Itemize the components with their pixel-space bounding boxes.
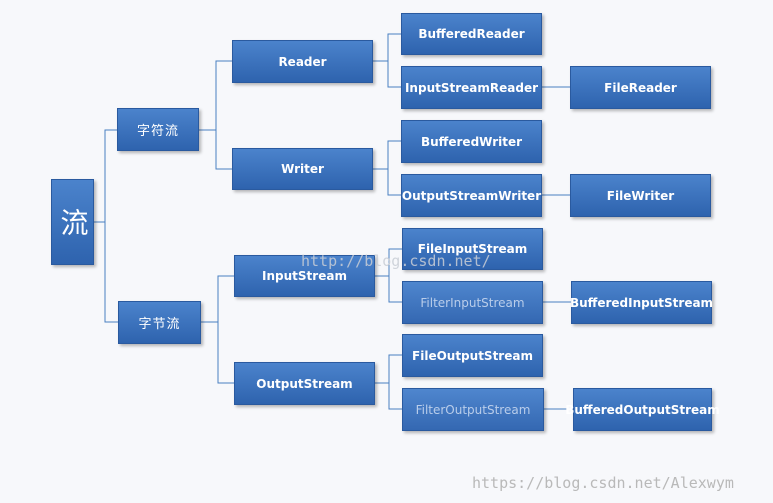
node-buffered-writer: BufferedWriter — [401, 120, 542, 163]
connector-char-to-writer — [215, 130, 232, 170]
node-char-stream: 字符流 — [117, 108, 199, 151]
node-buffered-outputstream: BufferedOutputStream — [565, 388, 720, 431]
node-buffered-inputstream: BufferedInputStream — [570, 281, 713, 324]
connector-outputstream-to-filteroutputstream — [388, 383, 402, 410]
connector-byte-to-inputstream — [201, 275, 234, 323]
connector-root-to-char — [94, 129, 117, 223]
connector-reader-to-bufferedreader — [373, 33, 401, 62]
node-file-reader: FileReader — [570, 66, 711, 109]
connector-byte-to-outputstream — [217, 322, 234, 384]
node-byte-stream: 字节流 — [118, 301, 201, 344]
node-root-stream: 流 — [51, 179, 94, 265]
node-inputstream: InputStream — [234, 255, 375, 297]
node-outputstream-writer: OutputStreamWriter — [401, 174, 542, 217]
connector-inputstream-to-filterinputstream — [388, 276, 402, 303]
connector-outputstream-to-fileoutputstream — [375, 354, 402, 384]
node-writer: Writer — [232, 148, 373, 190]
node-inputstream-reader: InputStreamReader — [401, 66, 542, 109]
node-file-inputstream: FileInputStream — [402, 228, 543, 270]
connector-root-to-byte — [104, 222, 118, 323]
node-filter-inputstream: FilterInputStream — [402, 281, 543, 324]
connector-writer-to-outputstreamwriter — [387, 169, 401, 196]
connector-reader-to-inputstreamreader — [387, 61, 401, 88]
node-filter-outputstream: FilterOutputStream — [402, 388, 544, 431]
watermark-center: http://blog.csdn.net/ — [301, 252, 491, 270]
connector-char-to-reader — [199, 60, 232, 131]
node-outputstream: OutputStream — [234, 362, 375, 405]
node-file-outputstream: FileOutputStream — [402, 334, 543, 377]
node-reader: Reader — [232, 40, 373, 83]
node-buffered-reader: BufferedReader — [401, 13, 542, 55]
node-file-writer: FileWriter — [570, 174, 711, 217]
connector-writer-to-bufferedwriter — [373, 140, 401, 170]
watermark-bottom: https://blog.csdn.net/Alexwym — [472, 474, 734, 492]
connector-inputstream-to-fileinputstream — [375, 248, 402, 277]
